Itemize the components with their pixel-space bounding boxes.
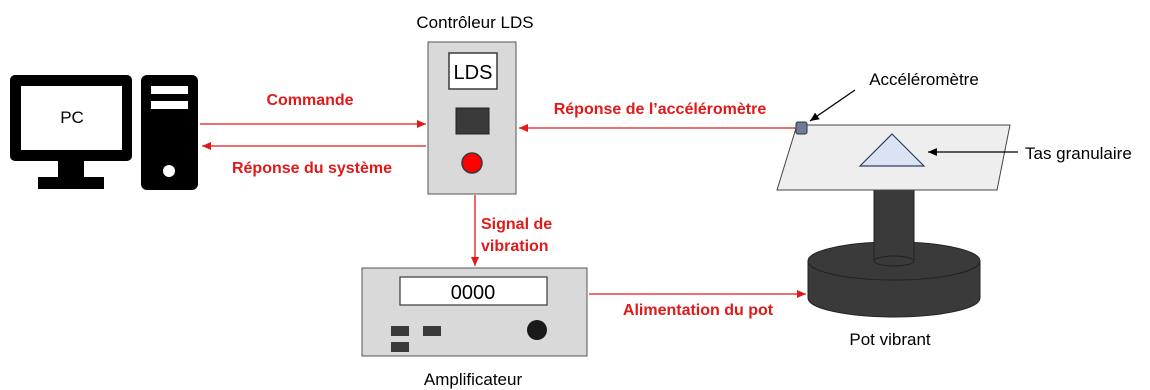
amplifier: 0000 Amplificateur [361, 267, 588, 389]
shaker-shaft-bottom [873, 255, 915, 267]
controller-display-text: LDS [454, 62, 493, 84]
lds-controller: Contrôleur LDS LDS [416, 13, 534, 195]
pc-tower-drive-1 [151, 86, 188, 94]
granular-pile [858, 133, 926, 167]
signal-arrows: Commande Réponse du système Réponse de l… [200, 92, 806, 319]
amplifier-display [399, 276, 548, 306]
pc-monitor-base [38, 177, 104, 189]
power-supply-label: Alimentation du pot [623, 302, 774, 319]
pc-tower-power-button [163, 165, 175, 177]
controller-dark-panel [455, 107, 490, 135]
vibration-signal-label-line2: vibration [481, 238, 549, 255]
system-response-label: Réponse du système [232, 160, 392, 177]
pc-monitor-screen [21, 86, 122, 150]
amplifier-port-2 [423, 326, 441, 336]
shaker: Pot vibrant [807, 187, 981, 349]
controller-title: Contrôleur LDS [416, 13, 533, 32]
vibration-signal-label-line1: Signal de [481, 216, 552, 233]
amplifier-port-1 [391, 326, 409, 336]
accelerometer-pointer-arrow [809, 89, 856, 122]
amplifier-port-3 [391, 342, 409, 352]
pc-tower-drive-2 [151, 101, 188, 109]
controller-red-button [461, 152, 483, 174]
pc-monitor-neck [58, 161, 84, 178]
amplifier-knob [527, 320, 547, 340]
command-label: Commande [266, 92, 353, 109]
shaker-title: Pot vibrant [849, 330, 931, 349]
accelerometer-sensor [795, 121, 808, 135]
amplifier-display-text: 0000 [451, 282, 496, 304]
pc-label: PC [60, 108, 84, 127]
pc-computer: PC [10, 75, 198, 190]
pile-label: Tas granulaire [1025, 144, 1132, 163]
amplifier-title: Amplificateur [424, 370, 523, 389]
accelerometer-label: Accéléromètre [869, 70, 979, 89]
controller-display [448, 52, 498, 90]
vibration-plate: Accéléromètre Tas granulaire [776, 70, 1132, 191]
shaker-shaft [873, 187, 915, 262]
accelerometer-response-label: Réponse de l’accéléromètre [554, 101, 767, 118]
